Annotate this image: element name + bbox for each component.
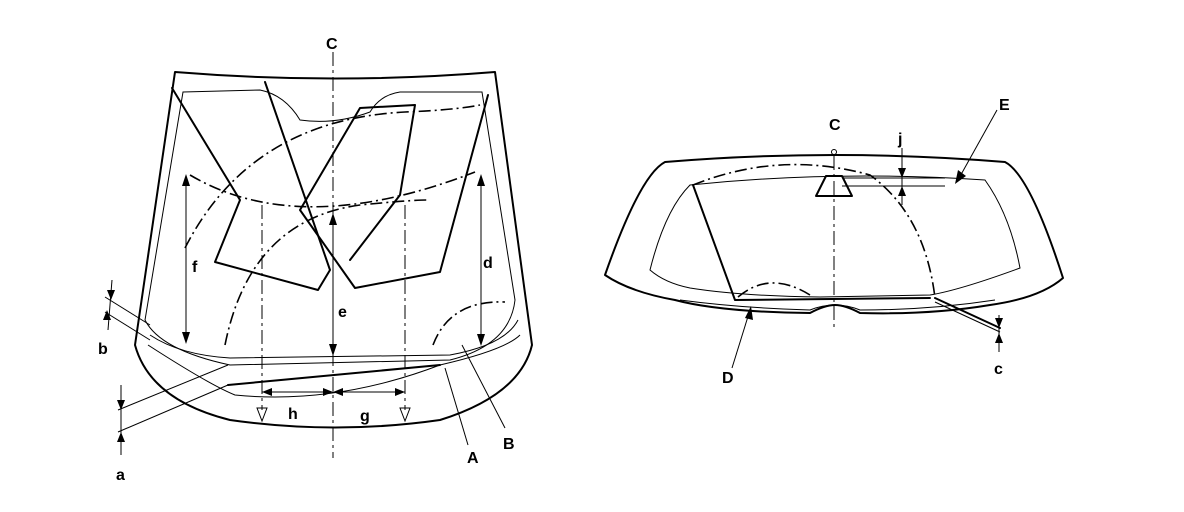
washer-nozzle-left — [256, 407, 268, 423]
dim-j-arrow-top — [898, 168, 906, 178]
front-lower-edge — [147, 334, 521, 398]
rear-wiper-blade-2 — [934, 301, 1001, 333]
rear-wiper-arc — [692, 163, 936, 299]
label-f: f — [192, 259, 198, 276]
label-a: a — [116, 467, 125, 484]
dim-b-ext-top — [104, 296, 151, 326]
dim-h-arrow-left — [262, 388, 272, 396]
front-frame-line — [144, 89, 516, 366]
dim-b-arrow-top — [107, 290, 115, 300]
front-windshield — [103, 52, 533, 458]
label-C-front: C — [326, 36, 338, 53]
dim-b-arrow-bottom — [103, 310, 111, 320]
label-c: c — [994, 361, 1003, 378]
label-C-rear: C — [829, 117, 841, 134]
dim-j-arrow-bottom — [898, 186, 906, 196]
rear-wiper-mount — [815, 175, 853, 197]
label-E: E — [999, 97, 1010, 114]
label-e: e — [338, 304, 347, 321]
dim-e-arrow-bottom — [329, 344, 337, 356]
dim-d-arrow-top — [477, 174, 485, 186]
wiper-arc-middle — [189, 171, 476, 208]
label-B: B — [503, 436, 515, 453]
dim-c-arrow-top — [995, 318, 1003, 328]
rear-inner-edge — [649, 175, 1021, 298]
dim-f-arrow-top — [182, 174, 190, 186]
label-g: g — [360, 408, 370, 425]
dim-g-arrow-right — [395, 388, 405, 396]
dim-f-arrow-bottom — [182, 332, 190, 344]
callout-D-leader — [731, 309, 751, 369]
label-d: d — [483, 255, 493, 272]
label-D: D — [722, 370, 734, 387]
dim-d-arrow-bottom — [477, 334, 485, 346]
washer-nozzle-right — [399, 407, 411, 423]
rear-glass-outline — [604, 154, 1064, 315]
dim-a-ext-bottom — [117, 384, 229, 433]
dim-b-ext-bottom — [104, 311, 151, 341]
rear-window — [604, 109, 1064, 369]
rear-wiper-blade — [692, 184, 1001, 329]
callout-A-leader — [444, 367, 469, 446]
wiper-arc-lower — [432, 301, 506, 346]
label-b: b — [98, 341, 108, 358]
callout-D-arrow — [745, 306, 753, 320]
rear-lower-band — [679, 299, 996, 311]
rear-pivot — [831, 149, 837, 155]
callout-E-arrow — [955, 170, 966, 184]
label-h: h — [288, 406, 298, 423]
front-glass-outline — [134, 71, 533, 429]
dim-e-arrow-top — [329, 213, 337, 225]
callout-B-leader — [461, 344, 506, 429]
dim-a-arrow-bottom — [117, 432, 125, 442]
dim-a-arrow-top — [117, 400, 125, 410]
front-bottom-lip — [227, 364, 441, 386]
dim-h-arrow-right — [323, 388, 333, 396]
dim-g-arrow-left — [333, 388, 343, 396]
label-A: A — [467, 450, 479, 467]
dim-a-ext-top — [117, 364, 229, 411]
label-j: j — [897, 131, 902, 148]
dim-b-leader — [107, 279, 113, 331]
dim-c-arrow-bottom — [995, 333, 1003, 343]
callout-E-leader — [957, 109, 998, 181]
rear-wiper-arc-inner — [737, 282, 811, 298]
wiper-right — [299, 94, 489, 289]
wiper-arc-inner — [224, 199, 429, 346]
front-inner-seal — [149, 319, 519, 359]
wiper-arc-upper — [184, 104, 481, 249]
